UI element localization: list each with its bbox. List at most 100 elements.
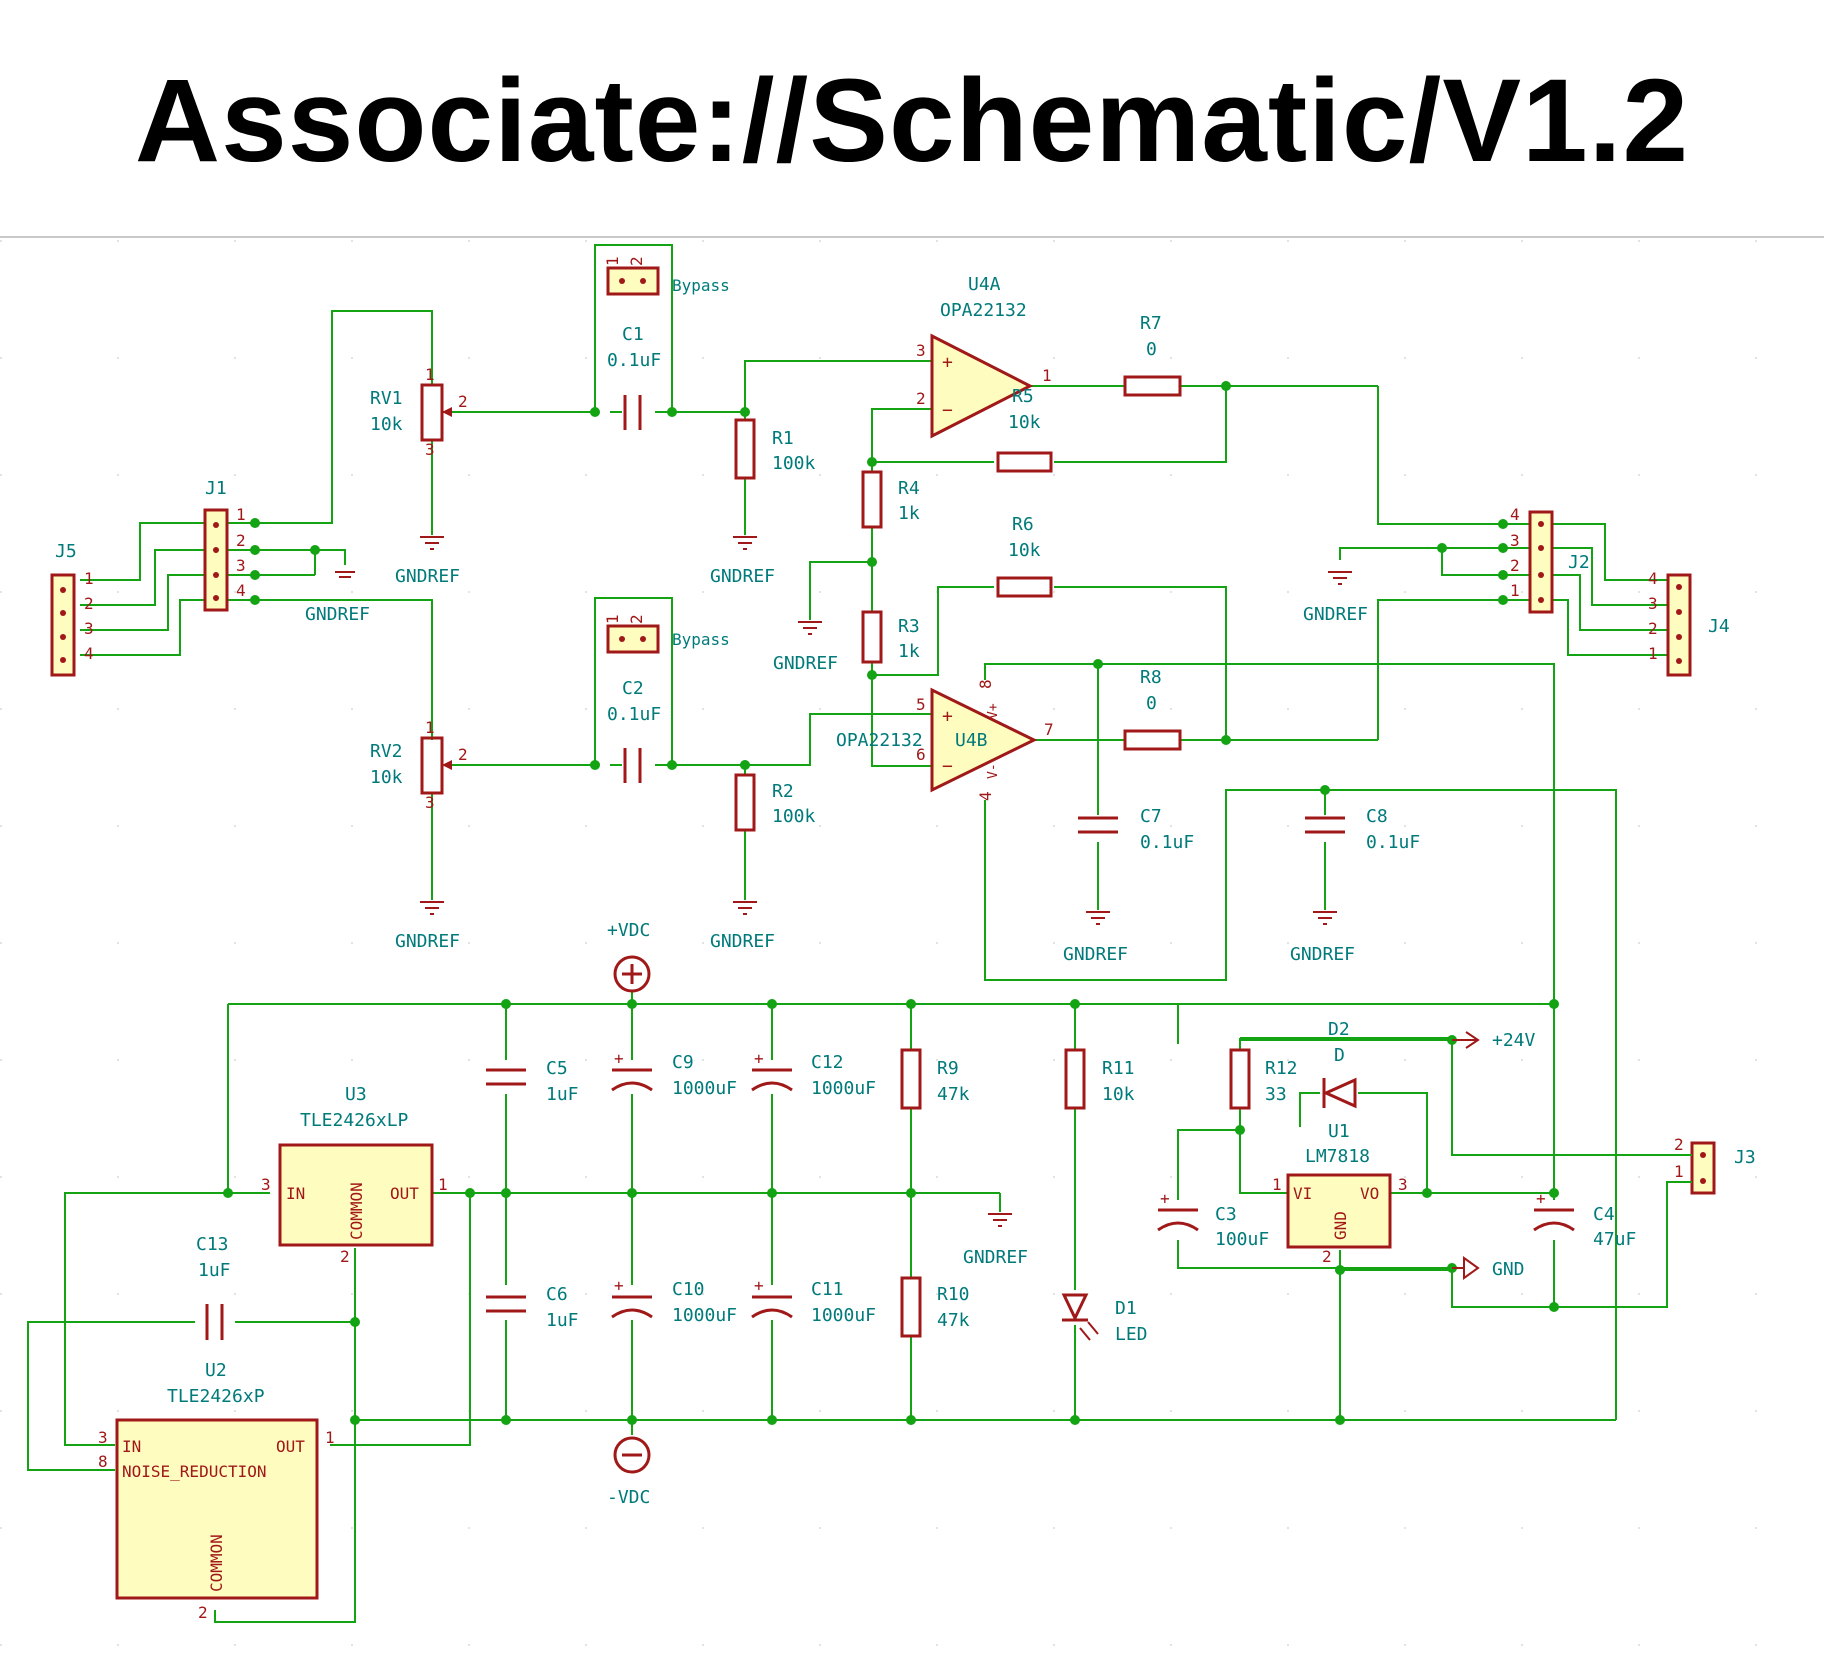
c2-value: 0.1uF [607,704,661,725]
junctions [223,381,1559,1425]
svg-text:4: 4 [84,644,94,663]
resistor-r9: R9 47k [900,1048,970,1110]
svg-text:2: 2 [458,392,468,411]
svg-text:R12: R12 [1265,1058,1298,1079]
vpos-symbol: +VDC [607,920,651,993]
svg-text:+: + [614,1276,624,1295]
svg-text:1000uF: 1000uF [672,1078,737,1099]
svg-text:100k: 100k [772,453,816,474]
capacitor-c8: C8 0.1uF [1305,806,1420,853]
regulator-u2: IN OUT NOISE_REDUCTION COMMON 3 8 1 2 U2… [98,1360,335,1622]
svg-text:100k: 100k [772,806,816,827]
svg-text:1000uF: 1000uF [672,1305,737,1326]
svg-text:R3: R3 [898,616,920,637]
svg-text:1000uF: 1000uF [811,1078,876,1099]
svg-text:0: 0 [1146,339,1157,360]
svg-text:10k: 10k [1102,1084,1135,1105]
svg-text:47k: 47k [937,1084,970,1105]
svg-text:+: + [942,352,953,373]
svg-text:2: 2 [198,1603,208,1622]
svg-text:GNDREF: GNDREF [305,604,370,625]
svg-text:+: + [754,1276,764,1295]
svg-text:R9: R9 [937,1058,959,1079]
regulator-u1: VI VO GND 1 3 2 U1 LM7818 [1272,1121,1408,1266]
svg-text:7: 7 [1044,720,1054,739]
svg-text:3: 3 [1398,1175,1408,1194]
svg-text:R6: R6 [1012,514,1034,535]
svg-text:1uF: 1uF [546,1084,579,1105]
svg-text:LED: LED [1115,1324,1148,1345]
schematic-diagram: J5 1 2 3 4 J1 1 2 3 4 GNDREF RV1 10k 1 2… [0,240,1824,1672]
regulator-u3: IN OUT COMMON 3 1 2 U3 TLE2426xLP [261,1084,448,1266]
svg-text:GNDREF: GNDREF [773,653,838,674]
resistor-r2: R2 100k [734,773,816,832]
resistor-r8: R8 0 [1123,667,1182,751]
u1-value: LM7818 [1305,1146,1370,1167]
gndref-symbol-r2: GNDREF [710,901,775,952]
rv2-ref: RV2 [370,741,403,762]
svg-text:1uF: 1uF [198,1260,231,1281]
svg-text:2: 2 [1648,619,1658,638]
svg-text:1: 1 [603,256,622,266]
plus24v-symbol: +24V [1452,1030,1536,1051]
svg-text:C10: C10 [672,1279,705,1300]
svg-text:2: 2 [236,531,246,550]
svg-text:+24V: +24V [1492,1030,1536,1051]
svg-text:R7: R7 [1140,313,1162,334]
capacitor-c11: + C11 1000uF [751,1276,876,1326]
svg-text:C11: C11 [811,1279,844,1300]
svg-text:0.1uF: 0.1uF [1366,832,1420,853]
svg-text:-VDC: -VDC [607,1487,650,1508]
gndref-symbol-rv1: GNDREF [395,536,460,587]
svg-text:GNDREF: GNDREF [1290,944,1355,965]
connector-j5: J5 1 2 3 4 [50,541,94,677]
svg-text:1: 1 [1272,1175,1282,1194]
svg-text:C5: C5 [546,1058,568,1079]
svg-text:+: + [754,1049,764,1068]
bypass2-label: Bypass [672,630,730,649]
resistor-r11: R11 10k [1064,1048,1135,1110]
resistor-r5: R5 10k [996,386,1053,473]
svg-text:3: 3 [84,619,94,638]
svg-text:GND: GND [1331,1211,1350,1240]
svg-text:GNDREF: GNDREF [710,566,775,587]
capacitor-c1: C1 0.1uF [607,324,661,430]
svg-text:100uF: 100uF [1215,1229,1269,1250]
svg-text:4: 4 [1648,569,1658,588]
capacitor-c9: + C9 1000uF [611,1049,737,1099]
u3-value: TLE2426xLP [300,1110,409,1131]
svg-text:D: D [1334,1045,1345,1066]
svg-text:3: 3 [261,1175,271,1194]
resistor-r1: R1 100k [734,418,816,480]
capacitor-c3: + C3 100uF [1157,1189,1269,1250]
capacitor-c2: C2 0.1uF [607,678,661,783]
capacitor-c12: + C12 1000uF [751,1049,876,1099]
capacitor-c5: C5 1uF [486,1058,579,1105]
jumper-bypass2: 1 2 Bypass [603,614,730,654]
svg-text:C7: C7 [1140,806,1162,827]
gndref-symbol-c8: GNDREF [1290,911,1355,965]
svg-text:D1: D1 [1115,1298,1137,1319]
svg-text:3: 3 [425,793,435,812]
gndref-symbol-rv2: GNDREF [395,901,460,952]
svg-text:GNDREF: GNDREF [395,566,460,587]
svg-text:47k: 47k [937,1310,970,1331]
svg-text:OUT: OUT [276,1437,305,1456]
svg-text:1: 1 [236,505,246,524]
gnd-symbol-u1: GND [1452,1256,1525,1280]
j5-ref: J5 [55,541,77,562]
svg-text:1uF: 1uF [546,1310,579,1331]
resistor-r7: R7 0 [1123,313,1182,397]
svg-text:C6: C6 [546,1284,568,1305]
j3-ref: J3 [1734,1147,1756,1168]
title-divider [0,236,1824,238]
c2-ref: C2 [622,678,644,699]
svg-text:+: + [614,1049,624,1068]
svg-text:GNDREF: GNDREF [1063,944,1128,965]
wires [27,244,1672,1623]
u4b-value: OPA22132 [836,730,923,751]
svg-text:10k: 10k [1008,412,1041,433]
svg-text:1: 1 [438,1175,448,1194]
svg-text:OUT: OUT [390,1184,419,1203]
page-title: Associate://Schematic/V1.2 [134,55,1690,187]
